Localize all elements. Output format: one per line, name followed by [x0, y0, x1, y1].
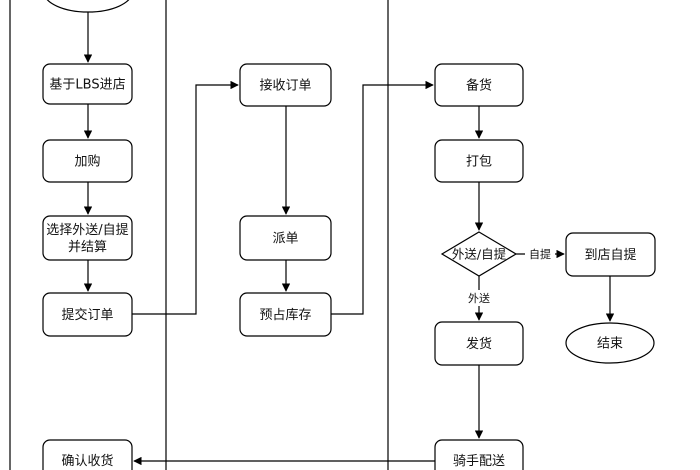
node-choose-delivery-line1: 选择外送/自提 — [46, 222, 128, 238]
node-prepare-goods-label: 备货 — [466, 78, 492, 94]
edge-label-self-pickup: 自提 — [529, 248, 551, 261]
node-lbs-store-label: 基于LBS进店 — [49, 78, 125, 93]
node-dispatch: 派单 — [239, 215, 332, 261]
node-receive-order-label: 接收订单 — [259, 78, 311, 94]
node-store-pickup: 到店自提 — [565, 232, 656, 277]
node-reserve-stock: 预占库存 — [239, 292, 332, 337]
edge-submit-to-receive — [132, 80, 239, 315]
edge-label-delivery: 外送 — [468, 291, 490, 305]
node-decision: 外送/自提 — [440, 231, 518, 277]
node-prepare-goods: 备货 — [434, 63, 524, 107]
node-rider-delivery-label: 骑手配送 — [453, 454, 505, 469]
start-node — [46, 0, 130, 13]
node-pack: 打包 — [434, 139, 524, 183]
node-ship: 发货 — [434, 321, 524, 366]
node-dispatch-label: 派单 — [272, 232, 298, 247]
node-decision-label: 外送/自提 — [452, 247, 507, 262]
edges — [83, 12, 615, 466]
node-store-pickup-label: 到店自提 — [584, 247, 636, 263]
node-submit-order-label: 提交订单 — [61, 307, 113, 323]
swimlane-dividers — [9, 0, 389, 470]
node-reserve-stock-label: 预占库存 — [259, 307, 311, 323]
node-rider-delivery: 骑手配送 — [434, 439, 524, 470]
node-choose-delivery: 选择外送/自提 并结算 — [42, 215, 133, 261]
node-end-label: 结束 — [597, 337, 623, 352]
node-confirm-receipt: 确认收货 — [42, 439, 133, 470]
edge-reserve-to-prepare — [331, 80, 434, 315]
node-pack-label: 打包 — [466, 155, 492, 170]
node-confirm-receipt-label: 确认收货 — [61, 453, 113, 469]
node-add-cart: 加购 — [42, 139, 133, 183]
node-submit-order: 提交订单 — [42, 292, 133, 337]
node-ship-label: 发货 — [466, 336, 492, 352]
node-end: 结束 — [565, 322, 655, 364]
node-receive-order: 接收订单 — [239, 63, 332, 107]
node-add-cart-label: 加购 — [74, 154, 100, 170]
node-choose-delivery-line2: 并结算 — [68, 240, 107, 255]
node-lbs-store: 基于LBS进店 — [42, 63, 133, 105]
